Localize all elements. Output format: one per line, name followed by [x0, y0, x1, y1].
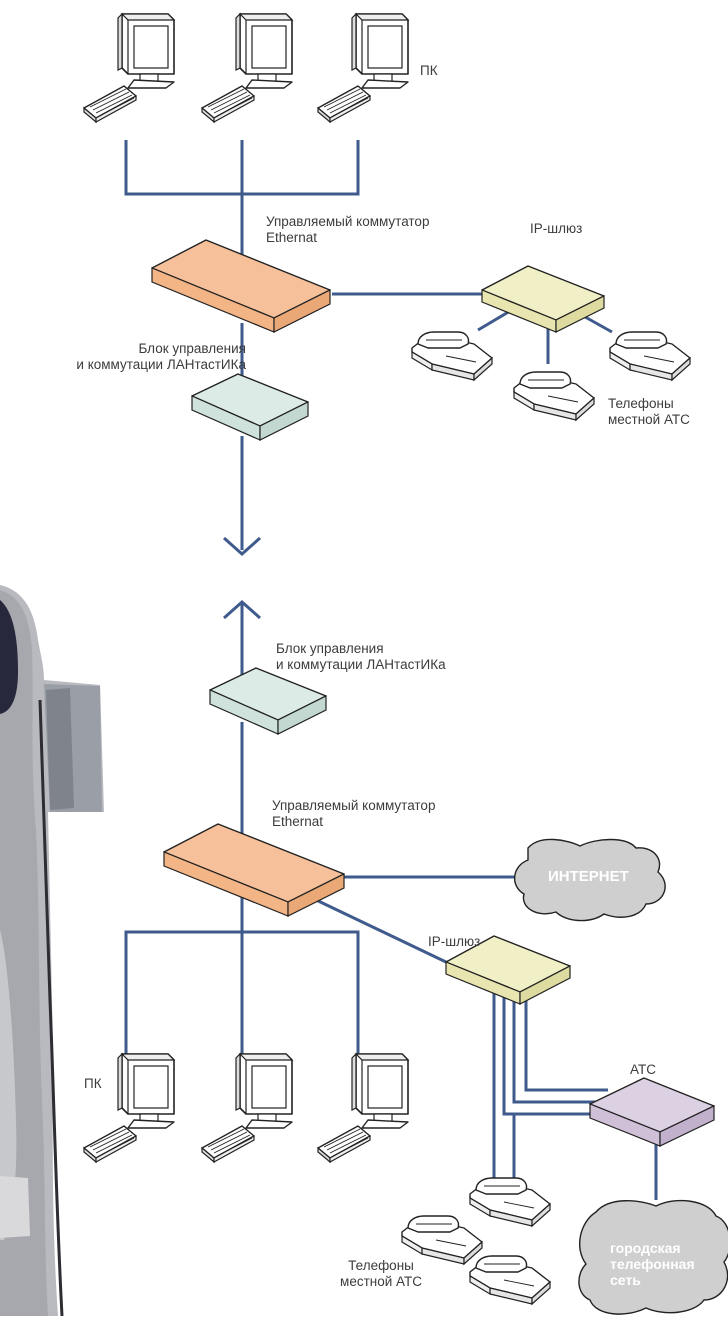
pc-bottom-3 — [317, 1053, 409, 1163]
background-photo — [0, 585, 104, 1317]
phone-top-2 — [609, 331, 691, 381]
pbx-station — [589, 1077, 715, 1147]
internet-label: ИНТЕРНЕТ — [548, 868, 629, 885]
control-unit-label-top: Блок управления и коммутации ЛАНтастИКа — [76, 341, 246, 372]
phone-bottom-2 — [401, 1215, 483, 1265]
phones-label-bottom: Телефоны местной АТС — [340, 1258, 422, 1289]
phone-top-1 — [411, 331, 493, 381]
pc-label-bottom: ПК — [84, 1076, 102, 1091]
control-unit-top — [191, 373, 309, 441]
gateway-label-top: IP-шлюз — [530, 221, 583, 236]
switch-label-top: Управляемый коммутатор Ethernat — [266, 214, 430, 245]
pc-bottom-1 — [83, 1053, 175, 1163]
phones-label-top: Телефоны местной АТС — [608, 396, 690, 427]
pbx-label: АТС — [630, 1062, 656, 1077]
control-unit-bottom — [209, 667, 327, 735]
gateway-top — [481, 265, 605, 333]
connection-lines-top — [124, 140, 613, 557]
pc-top-1 — [83, 13, 175, 123]
phone-top-3 — [513, 371, 595, 421]
internet-cloud — [514, 838, 666, 922]
pc-label-top: ПК — [420, 63, 438, 78]
control-unit-label-bottom: Блок управления и коммутации ЛАНтастИКа — [276, 641, 446, 672]
switch-top — [151, 239, 331, 333]
gateway-bottom — [445, 935, 571, 1005]
city-network-label: городская телефонная сеть — [610, 1240, 695, 1288]
city-phone-network-cloud — [578, 1199, 728, 1315]
pc-bottom-2 — [201, 1053, 293, 1163]
gateway-label-bottom: IP-шлюз — [428, 934, 481, 949]
phone-bottom-3 — [469, 1255, 551, 1305]
pc-top-3 — [317, 13, 409, 123]
switch-label-bottom: Управляемый коммутатор Ethernat — [272, 798, 436, 829]
switch-bottom — [163, 823, 345, 917]
phone-bottom-1 — [469, 1177, 551, 1227]
pc-top-2 — [201, 13, 293, 123]
